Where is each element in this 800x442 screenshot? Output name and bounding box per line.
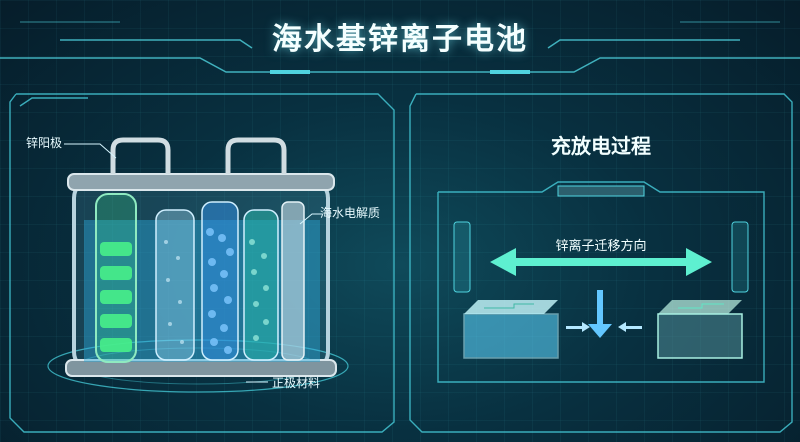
battery-panel: 锌阳极 海水电解质 正极材料 — [8, 92, 398, 434]
migration-label: 锌离子迁移方向 — [555, 239, 647, 254]
charge-process-panel: 充放电过程 锌离子迁移方向 — [408, 92, 794, 434]
cathode-label: 正极材料 — [272, 376, 321, 390]
electrolyte-label: 海水电解质 — [320, 206, 381, 220]
page-title: 海水基锌离子电池 — [272, 22, 528, 57]
charge-diagram — [409, 93, 793, 433]
battery-illustration — [9, 93, 395, 433]
process-title: 充放电过程 — [551, 134, 651, 158]
anode-label: 锌阳极 — [26, 136, 63, 150]
